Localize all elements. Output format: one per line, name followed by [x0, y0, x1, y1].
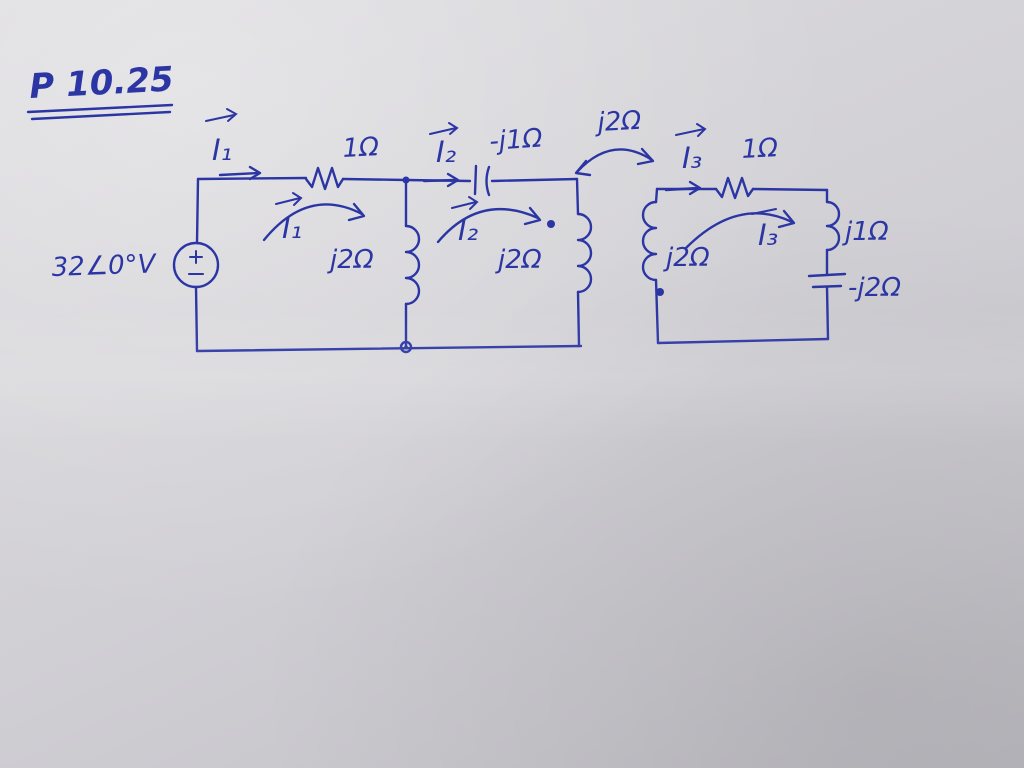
title-text: P 10.25 — [28, 59, 174, 106]
bottom-wire — [195, 344, 583, 353]
mesh2-wires — [404, 164, 593, 348]
mutual-coupling: j2Ω — [574, 106, 655, 177]
i1-hat-arrow — [205, 114, 235, 122]
mesh2-current-arc — [436, 207, 540, 244]
resistor-mesh3-symbol — [714, 176, 755, 200]
mesh1-top-wire-right — [341, 177, 408, 182]
i1-wire-arrowhead — [248, 165, 262, 181]
source-circle — [172, 241, 220, 289]
i1-wire-arrow — [218, 171, 260, 177]
mesh2-current-arrowhead — [523, 206, 542, 226]
mesh-i1-label: I₁ — [282, 211, 302, 245]
mesh2-inductor-lead-top — [575, 177, 580, 216]
title-underline-2 — [30, 110, 172, 121]
mesh2-top-wire-right — [490, 177, 579, 183]
source-plus-sign — [189, 250, 203, 264]
capacitor-top-plate-right — [485, 165, 491, 197]
resistor-mesh1-symbol — [304, 166, 345, 191]
branch-current-i3: I₃ — [664, 123, 707, 196]
voltage-source: 32∠0°V — [51, 241, 220, 289]
polarity-dot-mesh2 — [547, 220, 555, 228]
branch-i3-label: I₃ — [682, 141, 702, 175]
i3-hat-arrow — [675, 128, 705, 136]
i3-wire-arrowhead — [688, 180, 702, 196]
mesh3-top-wire-right — [751, 187, 829, 192]
mesh1-current-hat-head — [292, 192, 303, 206]
capacitor-top-label: -j1Ω — [488, 123, 543, 157]
capacitor-right-plate-top — [807, 272, 847, 278]
coupling-arrowhead-left — [574, 159, 592, 177]
component-labels: 1Ω -j1Ω 1Ω j2Ω j2Ω j2Ω j1Ω -j2Ω — [327, 123, 901, 303]
source-value-label: 32∠0°V — [51, 249, 158, 283]
i1-hat-arrowhead — [226, 108, 238, 122]
mesh1-wires — [194, 166, 583, 354]
mesh3-right-lead-bottom — [825, 285, 830, 341]
mesh1-current-hat — [275, 197, 301, 205]
i2-wire-arrowhead — [446, 172, 460, 188]
node-dot-bottom — [404, 345, 408, 349]
coupling-arrow-arc — [575, 148, 654, 174]
i3-wire-arrow — [664, 186, 700, 192]
node-ring-bottom — [399, 340, 413, 354]
mesh1-left-wire-lower — [194, 285, 199, 353]
mesh-current-i1: I₁ — [262, 192, 366, 245]
branch-i1-label: I₁ — [212, 133, 232, 167]
mesh-i3-label: I₃ — [758, 218, 778, 252]
mesh3-current-arrowhead — [777, 209, 796, 229]
mesh3-wires — [641, 176, 847, 345]
inductor-mesh3-right-symbol — [825, 200, 841, 252]
resistor-mesh3-label: 1Ω — [741, 133, 779, 165]
mesh1-current-arrowhead — [347, 202, 366, 222]
mesh2-current-hat-head — [468, 196, 479, 210]
inductor-mesh3-left-label: j2Ω — [663, 243, 710, 273]
inductor-mesh3-right-label: j1Ω — [842, 217, 889, 247]
i2-wire-arrow — [422, 178, 458, 183]
mesh3-bottom-wire — [656, 337, 830, 345]
branch-current-i2: I₂ — [422, 122, 460, 188]
inductor-mesh1-label: j2Ω — [327, 245, 374, 275]
mesh3-current-arc — [684, 212, 794, 250]
mesh-current-i2: I₂ — [436, 196, 542, 247]
mesh2-current-hat — [451, 201, 477, 209]
inductor-mesh2-symbol — [576, 212, 593, 294]
mesh-i2-label: I₂ — [458, 213, 479, 247]
branch-i2-label: I₂ — [436, 135, 457, 169]
inductor-mesh1-symbol — [404, 224, 421, 306]
title-underline-1 — [26, 103, 174, 114]
problem-title: P 10.25 — [26, 59, 175, 121]
branch-current-i1: I₁ — [205, 108, 262, 181]
mesh3-current-hat — [751, 208, 777, 215]
mesh2-inductor-lead-bottom — [576, 290, 581, 348]
mutual-inductance-label: j2Ω — [594, 106, 642, 138]
mesh1-current-arc — [262, 203, 364, 242]
coupling-arrowhead-right — [636, 147, 655, 166]
mesh3-left-lead-top — [654, 187, 659, 204]
inductor-mesh3-left-symbol — [641, 200, 658, 282]
resistor-mesh1-label: 1Ω — [342, 132, 380, 164]
i2-hat-arrowhead — [448, 122, 459, 135]
i2-hat-arrow — [429, 127, 457, 135]
polarity-dot-mesh3 — [656, 288, 664, 296]
mesh-current-i3: I₃ — [684, 208, 796, 252]
capacitor-right-label: -j2Ω — [848, 273, 901, 303]
inductor-mesh2-label: j2Ω — [495, 245, 542, 275]
mesh1-left-wire-upper — [195, 177, 200, 245]
capacitor-top-plate-left — [473, 164, 478, 196]
i3-hat-arrowhead — [696, 123, 707, 137]
